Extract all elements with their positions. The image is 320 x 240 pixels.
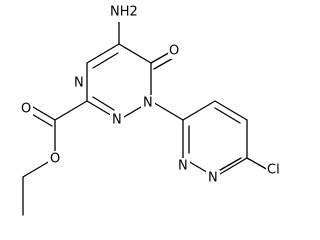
n-ring-top-label: N [74,76,84,91]
o-keto-label: O [169,44,179,59]
double-bond [214,107,241,124]
bond-c-o-carbonyl [32,106,56,121]
atom-labels: NH2 O N N N O O N N Cl [19,5,286,186]
double-bond [92,52,119,69]
n-pyridazine-a-label: N [178,159,188,174]
n-pyridazine-b-label: N [208,171,218,186]
bond [118,43,152,64]
bond [182,100,216,121]
double-bond [92,96,115,111]
molecule-structure-diagram: NH2 O N N N O O N N Cl [19,4,286,216]
bond [86,43,120,64]
o-ester-label: O [50,152,60,167]
n-ring-b-label: N [112,113,122,128]
pyridazine-ring [182,100,248,178]
bond [214,157,248,178]
o-carbonyl-label: O [21,102,31,117]
nh2-label: NH2 [110,5,138,20]
bond-n-pyridazine [150,100,184,121]
bond [214,100,248,121]
cl-label: Cl [267,163,280,178]
bond-c-o-carbonyl-double [29,112,53,127]
n-ring-a-label: N [143,96,153,111]
bond-ring-ester [54,100,88,121]
